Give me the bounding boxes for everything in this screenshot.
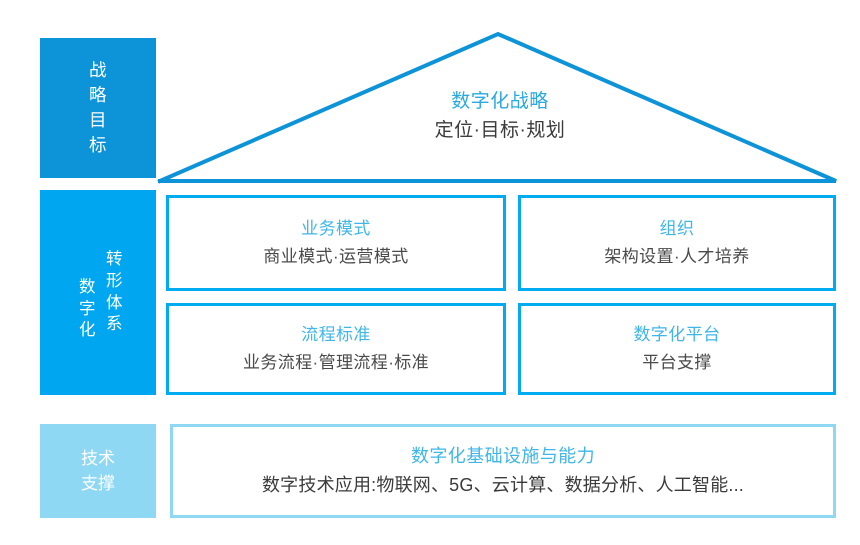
box-process-standard-subtitle: 业务流程·管理流程·标准 [242,353,430,372]
box-digital-infrastructure-subtitle: 数字技术应用:物联网、5G、云计算、数据分析、人工智能... [261,475,744,495]
box-business-model-title: 业务模式 [301,219,371,239]
box-organization: 组织 架构设置·人才培养 [518,195,836,291]
box-digital-platform: 数字化平台 平台支撑 [518,303,836,395]
box-process-standard-title: 流程标准 [301,325,371,345]
side-label-technology-support: 技术 支撑 [40,424,156,518]
box-digital-platform-subtitle: 平台支撑 [642,353,712,372]
box-digital-platform-title: 数字化平台 [633,325,721,345]
transformation-column-left: 数 字 化 [79,277,96,342]
side-label-transformation-system: 转 形 体 系 数 字 化 [40,190,156,395]
transformation-right-char-3: 体 [106,293,123,312]
box-organization-title: 组织 [659,219,695,239]
box-digital-infrastructure: 数字化基础设施与能力 数字技术应用:物联网、5G、云计算、数据分析、人工智能..… [170,424,836,518]
box-business-model: 业务模式 商业模式·运营模式 [166,195,506,291]
transformation-column-right: 转 形 体 系 [106,249,123,336]
transformation-vertical-columns: 转 形 体 系 数 字 化 [73,190,123,395]
transformation-left-char-1: 数 [79,277,96,296]
side-label-strategy-goal: 战 略 目 标 [40,38,156,178]
roof-triangle-icon [157,31,837,184]
box-organization-subtitle: 架构设置·人才培养 [604,247,750,266]
box-process-standard: 流程标准 业务流程·管理流程·标准 [166,303,506,395]
technology-line-1: 技术 [81,448,115,468]
strategy-char-1: 战 [89,60,107,81]
box-digital-infrastructure-title: 数字化基础设施与能力 [411,446,595,467]
roof-title: 数字化战略 [451,91,549,112]
box-business-model-subtitle: 商业模式·运营模式 [263,247,409,266]
technology-text: 技术 支撑 [81,446,115,497]
transformation-right-char-1: 转 [106,249,123,268]
roof-text-group: 数字化战略 定位·目标·规划 [330,88,670,145]
transformation-right-char-4: 系 [106,315,123,334]
transformation-left-char-3: 化 [79,321,96,340]
technology-line-2: 支撑 [81,474,115,493]
roof-subtitle: 定位·目标·规划 [434,119,566,141]
strategy-char-3: 目 [89,110,107,130]
strategy-vertical-text: 战 略 目 标 [89,58,107,157]
transformation-right-char-2: 形 [106,271,123,290]
transformation-left-char-2: 字 [79,299,96,318]
strategy-char-4: 标 [89,134,107,155]
strategy-char-2: 略 [89,85,107,106]
